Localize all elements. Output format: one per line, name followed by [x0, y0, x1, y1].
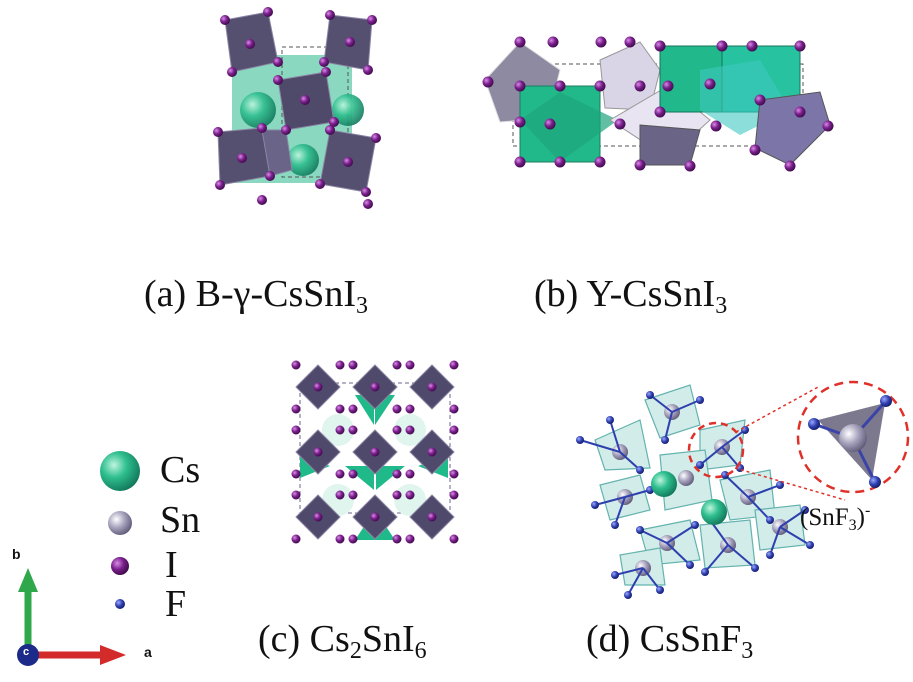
inset-ion-label: (SnF3)-	[800, 502, 870, 535]
legend-i-sphere	[111, 557, 129, 575]
axis-triad	[17, 568, 126, 666]
legend-symbols	[100, 451, 140, 609]
panel-b-structure	[482, 36, 834, 172]
panel-c-label-mid: SnI	[361, 618, 415, 660]
panel-c-subscript-2: 6	[414, 638, 427, 664]
legend-f-label: F	[165, 583, 187, 625]
panel-d-subscript: 3	[741, 638, 754, 664]
panel-b-subscript: 3	[715, 293, 728, 319]
legend-sn-sphere	[108, 511, 132, 535]
panel-d-caption: (d) CsSnF3	[586, 617, 753, 665]
legend-i-label: I	[165, 544, 178, 586]
ion-label-subscript: 3	[848, 517, 857, 534]
legend-cs-sphere	[100, 451, 140, 491]
legend-cs-label: Cs	[160, 449, 201, 491]
panel-b-caption: (b) Y-CsSnI3	[534, 272, 727, 320]
panel-a-subscript: 3	[356, 293, 369, 319]
a-axis-arrow	[100, 645, 126, 665]
legend-sn-label: Sn	[160, 499, 201, 541]
panel-a-structure	[213, 7, 381, 209]
panel-a-label: (a) B-γ-CsSnI	[144, 273, 357, 315]
axis-a-label: a	[144, 644, 152, 660]
panel-b-label: (b) Y-CsSnI	[534, 273, 716, 315]
axis-c-label: c	[23, 646, 30, 658]
panel-c-structure	[291, 360, 459, 544]
ion-label-pre: (SnF	[800, 504, 849, 531]
panel-c-label-pre: (c) Cs	[258, 618, 350, 660]
b-axis-arrow	[18, 568, 38, 592]
inset-snf3	[796, 380, 910, 494]
ion-label-close: )	[856, 504, 865, 531]
highlight-circle	[687, 421, 745, 479]
panel-d-structure	[576, 380, 910, 599]
axis-b-label: b	[12, 546, 21, 562]
ion-label-superscript: -	[864, 502, 871, 519]
panel-d-label: (d) CsSnF	[586, 618, 742, 660]
panel-a-caption: (a) B-γ-CsSnI3	[144, 272, 368, 320]
panel-c-subscript-1: 2	[349, 638, 362, 664]
panel-c-caption: (c) Cs2SnI6	[258, 617, 427, 665]
legend-f-sphere	[115, 599, 125, 609]
